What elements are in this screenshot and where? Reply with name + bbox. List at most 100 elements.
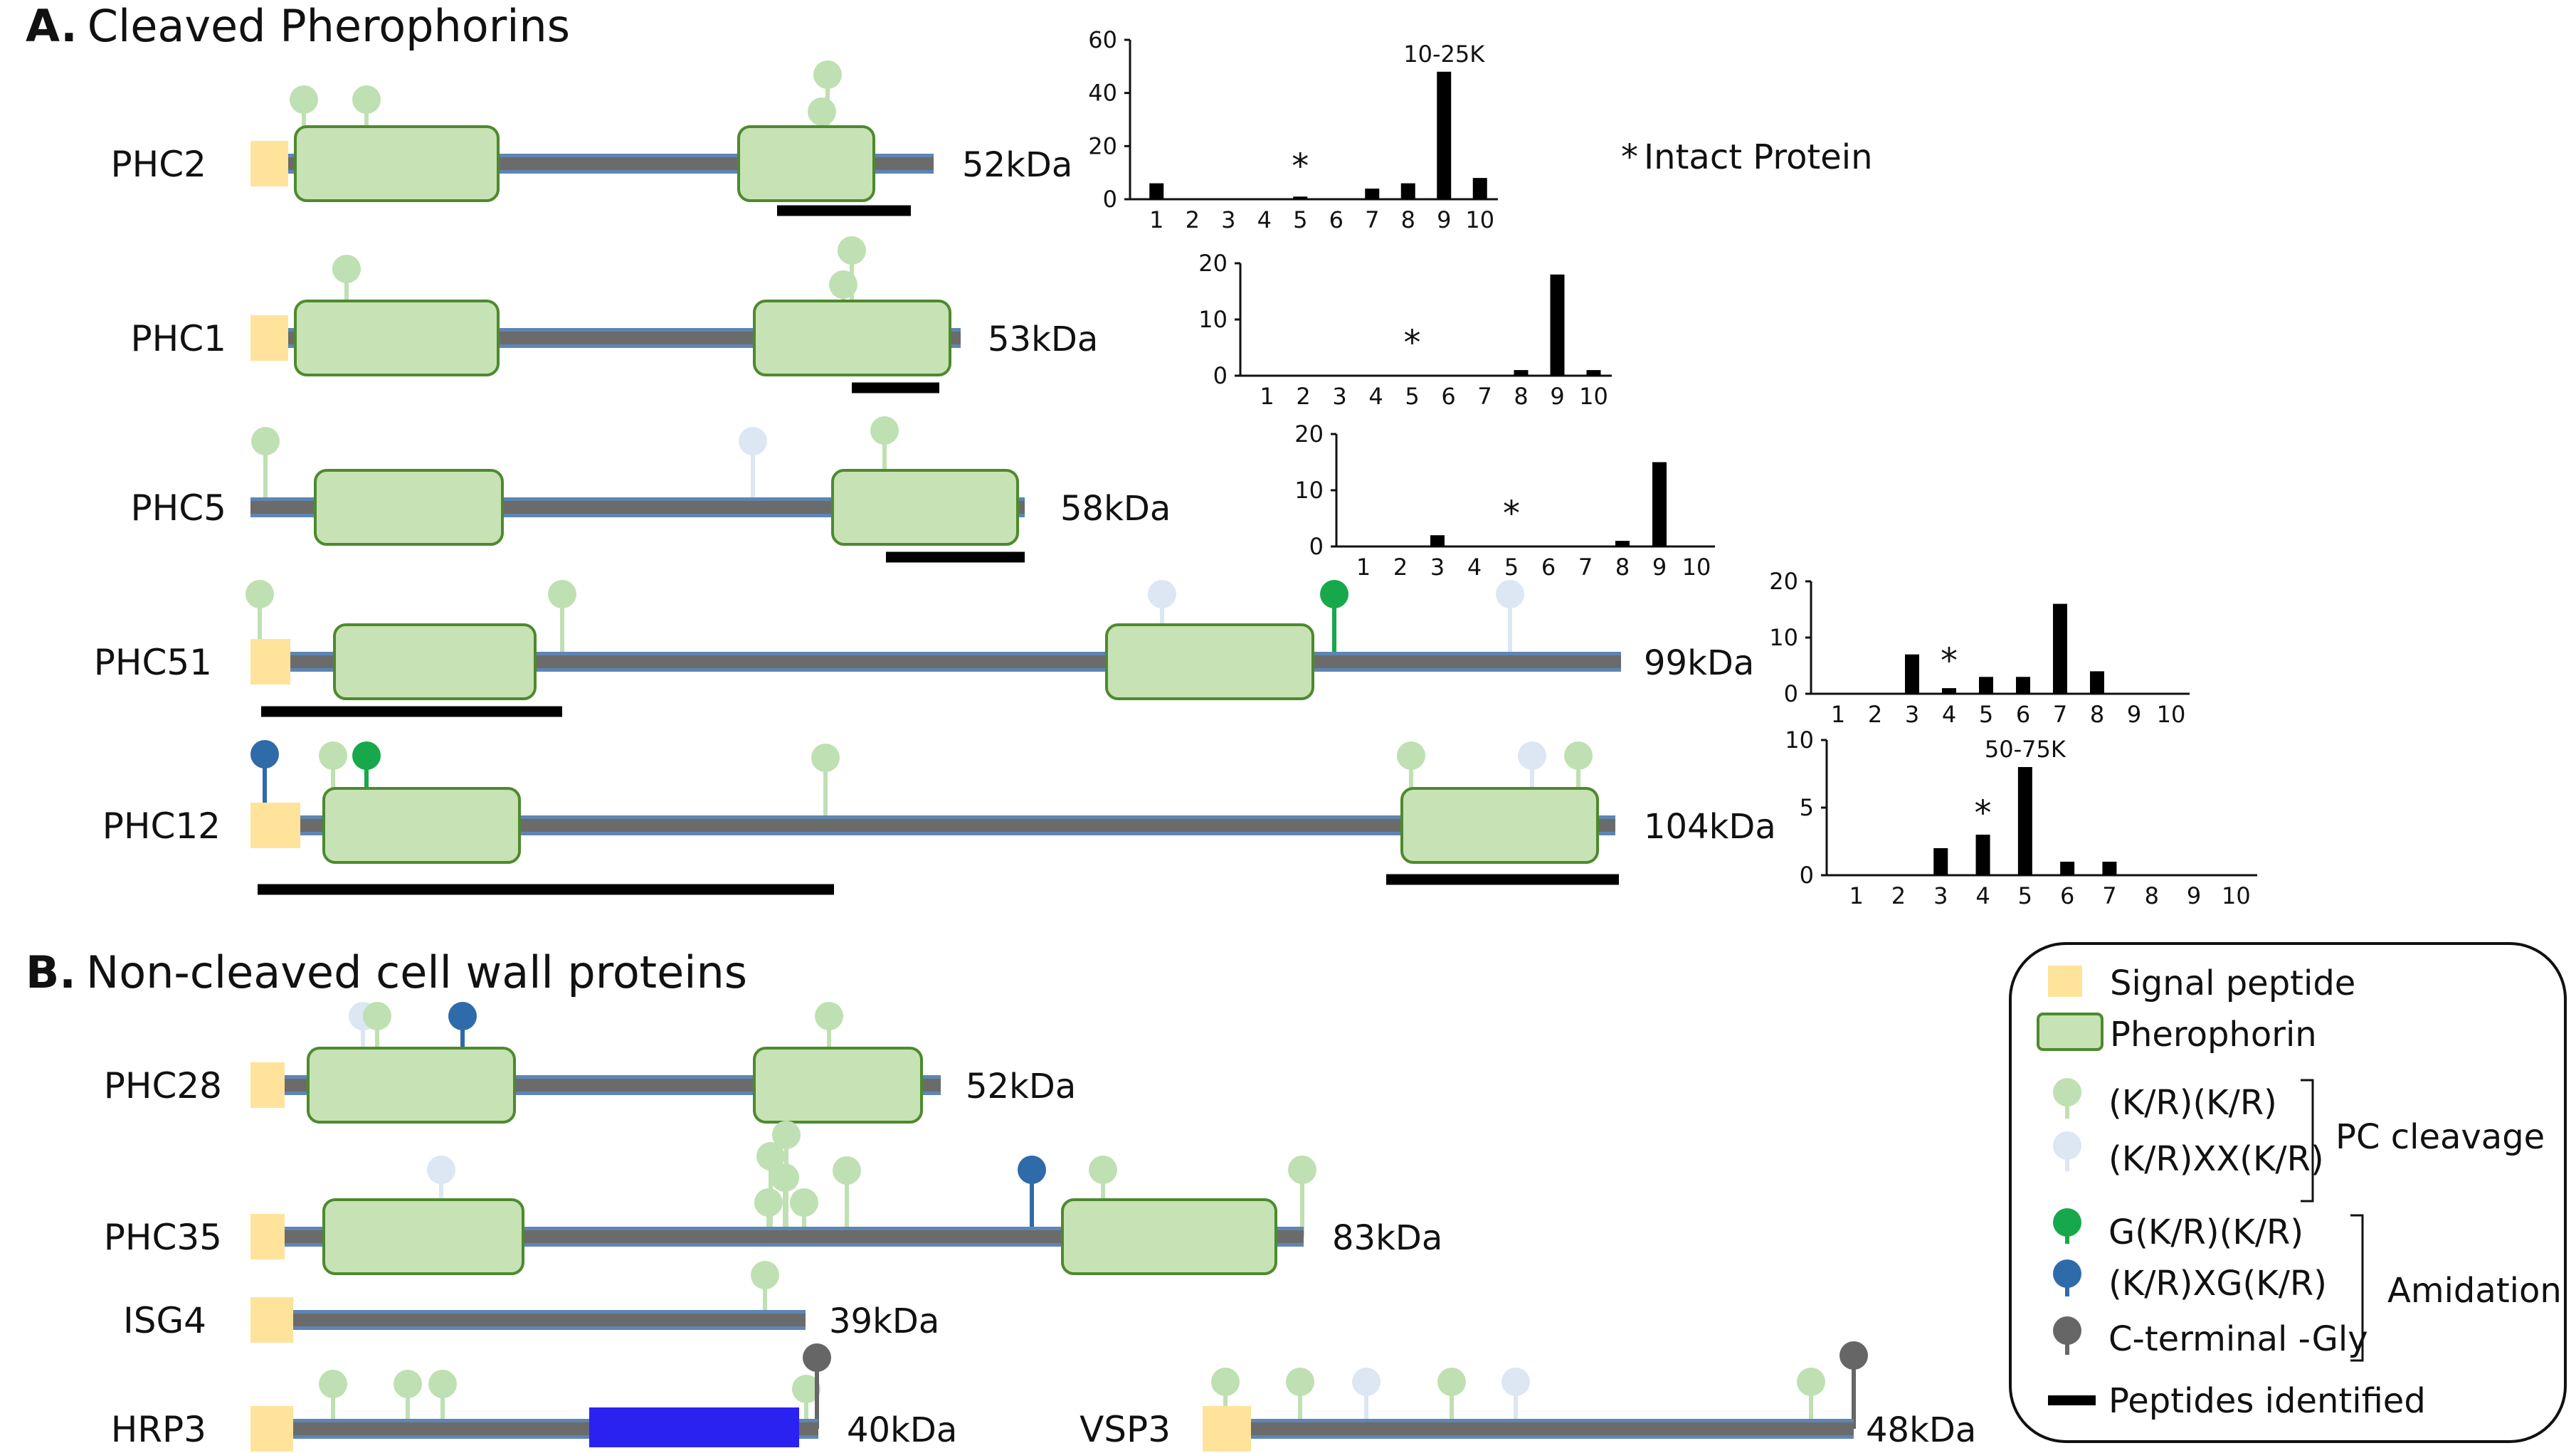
y-tick-label: 0 <box>1309 533 1324 560</box>
legend-krxgkr-label: (K/R)XG(K/R) <box>2108 1264 2327 1304</box>
protein-name: VSP3 <box>1080 1409 1171 1450</box>
x-tick-label: 1 <box>1260 383 1274 410</box>
site-pin <box>803 1343 831 1372</box>
legend-pherophorin-swatch <box>2037 1013 2103 1051</box>
x-tick-label: 9 <box>2187 882 2201 909</box>
pherophorin-domain <box>322 787 521 864</box>
x-tick-label: 1 <box>1849 882 1863 909</box>
site-pin <box>1211 1368 1240 1396</box>
x-tick-label: 4 <box>1467 554 1482 581</box>
x-tick-label: 1 <box>1356 554 1371 581</box>
bar <box>2016 677 2030 694</box>
x-tick-label: 6 <box>2060 882 2074 909</box>
x-tick-label: 2 <box>1891 882 1906 909</box>
site-pin <box>1518 741 1546 770</box>
site-pin <box>1320 580 1348 608</box>
protein-size: 52kDa <box>962 145 1072 185</box>
y-tick-label: 0 <box>1213 362 1228 389</box>
x-tick-label: 4 <box>1975 882 1990 909</box>
protein-name: PHC12 <box>102 805 221 847</box>
site-pin <box>427 1156 455 1184</box>
y-tick-label: 5 <box>1800 794 1814 821</box>
protein-name: PHC1 <box>131 318 226 359</box>
x-tick-label: 10 <box>1682 554 1711 581</box>
signal-peptide <box>250 1406 293 1452</box>
legend-krxxkr-label: (K/R)XX(K/R) <box>2108 1139 2324 1179</box>
x-tick-label: 5 <box>1405 383 1419 410</box>
x-tick-label: 3 <box>1430 554 1445 581</box>
bar <box>1550 274 1565 376</box>
legend-pc-label: PC cleavage <box>2335 1117 2545 1157</box>
bar <box>2060 862 2075 875</box>
protein-size: 104kDa <box>1644 807 1776 847</box>
bar <box>1615 541 1630 546</box>
y-tick-label: 10 <box>1198 306 1228 333</box>
bar <box>1905 654 1919 694</box>
site-pin <box>815 1002 843 1030</box>
x-tick-label: 10 <box>2222 882 2251 909</box>
site-pin <box>870 416 899 445</box>
site-pin <box>1018 1156 1046 1184</box>
legend-amidation-label: Amidation <box>2387 1271 2562 1311</box>
intact-marker: * <box>1503 494 1520 534</box>
protein-name: PHC51 <box>94 642 212 683</box>
pherophorin-domain <box>831 469 1019 546</box>
site-pin <box>448 1002 477 1030</box>
site-pin <box>1397 741 1425 770</box>
y-tick-label: 0 <box>1103 186 1117 213</box>
y-tick-label: 20 <box>1088 132 1117 159</box>
legend-krkr-label: (K/R)(K/R) <box>2108 1083 2277 1123</box>
site-pin <box>751 1261 779 1289</box>
site-pin <box>1797 1368 1825 1396</box>
x-tick-label: 2 <box>1186 206 1200 233</box>
legend-pc-bracket <box>2301 1079 2314 1203</box>
y-tick-label: 20 <box>1769 568 1798 595</box>
x-tick-label: 7 <box>1477 383 1492 410</box>
x-tick-label: 5 <box>1504 554 1519 581</box>
intact-marker: * <box>1975 793 1992 833</box>
pherophorin-domain <box>1400 787 1599 864</box>
bar <box>1652 462 1667 546</box>
signal-peptide <box>250 315 288 361</box>
site-pin <box>352 741 381 770</box>
bar <box>2017 767 2032 875</box>
x-tick-label: 3 <box>1221 206 1235 233</box>
pherophorin-domain <box>314 469 504 546</box>
x-tick-label: 7 <box>2053 701 2067 728</box>
site-pin <box>246 580 274 608</box>
site-pin <box>250 740 279 768</box>
x-tick-label: 8 <box>1401 206 1415 233</box>
site-pin <box>1564 741 1593 770</box>
pherophorin-domain <box>1061 1198 1277 1275</box>
site-pin <box>790 1188 818 1217</box>
section-b-label: B.Non-cleaved cell wall proteins <box>26 946 747 998</box>
site-pin <box>808 97 836 126</box>
site-pin <box>754 1188 783 1217</box>
x-tick-label: 8 <box>1514 383 1528 410</box>
protein-size: 58kDa <box>1060 489 1171 529</box>
x-tick-label: 3 <box>1332 383 1346 410</box>
y-tick-label: 10 <box>1294 477 1324 504</box>
site-pin <box>1089 1156 1117 1184</box>
bar <box>1149 183 1164 199</box>
x-tick-label: 1 <box>1149 206 1163 233</box>
x-tick-label: 6 <box>1441 383 1455 410</box>
intact-note-star: * <box>1621 137 1638 177</box>
x-tick-label: 6 <box>2016 701 2030 728</box>
bar <box>1975 835 1990 875</box>
bar-annotation: 10-25K <box>1403 41 1485 68</box>
legend-krxxkr-pin <box>2053 1131 2081 1160</box>
bar <box>1586 370 1601 376</box>
x-tick-label: 7 <box>1578 554 1593 581</box>
